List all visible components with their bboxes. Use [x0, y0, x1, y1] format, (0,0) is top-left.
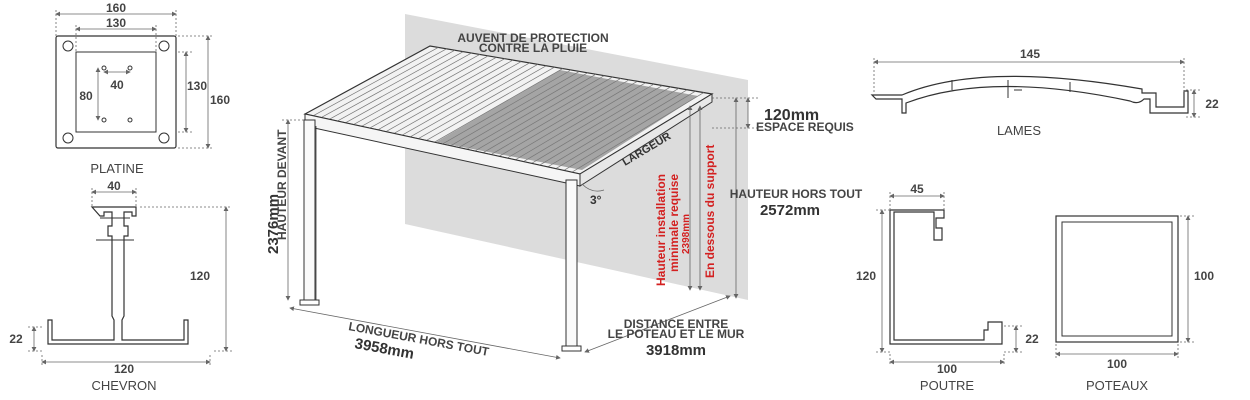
- bolt-hole-icon: [62, 40, 74, 52]
- poteaux-caption: POTEAUX: [1086, 378, 1148, 393]
- post-left: [303, 119, 316, 305]
- roof-slat-line: [385, 59, 514, 132]
- platine-drawing: 160 130 130 160 40 80 PLATINE: [55, 1, 230, 176]
- roof-slat-line: [531, 85, 663, 164]
- roof-slat-line: [515, 82, 646, 161]
- poutre-dim-45: 45: [910, 182, 924, 196]
- roof-slat-line: [369, 56, 497, 129]
- chevron-dim-40: 40: [107, 179, 121, 193]
- roof-slat-line: [466, 73, 597, 150]
- lames-dim-145: 145: [1020, 47, 1040, 61]
- distance-value: 3918mm: [646, 342, 706, 359]
- roof-slat-line: [312, 47, 439, 117]
- pergola-drawing: AUVENT DE PROTECTION CONTRE LA PLUIE 120…: [265, 14, 863, 363]
- platine-caption: PLATINE: [90, 161, 144, 176]
- roof-slat-line: [321, 48, 447, 118]
- hauteur-tout-value: 2572mm: [760, 202, 820, 219]
- chevron-dim-120: 120: [190, 269, 210, 283]
- poutre-dim-22: 22: [1025, 332, 1039, 346]
- roof-slat-line: [409, 64, 538, 138]
- poteaux-dim-100: 100: [1194, 269, 1214, 283]
- platine-dim-160: 160: [106, 1, 126, 15]
- platine-dim-130-vertical: 130: [187, 79, 207, 93]
- espace-label: ESPACE REQUIS: [756, 120, 854, 134]
- platine-dim-80: 80: [79, 89, 93, 103]
- distance-line2: LE POTEAU ET LE MUR: [608, 327, 745, 341]
- chevron-caption: CHEVRON: [91, 378, 156, 393]
- platine-dim-130: 130: [106, 16, 126, 30]
- roof-slat-line: [539, 86, 671, 166]
- roof-slat-line: [523, 83, 655, 162]
- poutre-dim-120: 120: [856, 269, 876, 283]
- lames-dim-22: 22: [1205, 97, 1219, 111]
- install-line3: 2398mm: [681, 214, 692, 254]
- roof-slat-line: [345, 52, 472, 124]
- poutre-drawing: 45 120 22 100 POUTRE: [856, 182, 1039, 393]
- roof-slat-line: [458, 72, 588, 148]
- poutre-dim-100: 100: [937, 362, 957, 376]
- roof-slat-line: [337, 51, 464, 122]
- bolt-hole-icon: [62, 132, 74, 144]
- roof-slat-line: [426, 66, 555, 141]
- roof-slat-line: [361, 55, 489, 127]
- install-line2: minimale requise: [667, 174, 681, 272]
- platine-dim-40: 40: [110, 78, 124, 92]
- distance-line1: DISTANCE ENTRE: [624, 317, 728, 331]
- bolt-hole-icon: [158, 40, 170, 52]
- roof-slat-line: [393, 61, 522, 134]
- bolt-hole-icon: [158, 132, 170, 144]
- roof-slat-line: [571, 92, 704, 173]
- chevron-dim-22: 22: [9, 332, 23, 346]
- support-label: En dessous du support: [703, 145, 717, 278]
- roof-slat-line: [474, 75, 605, 152]
- auvent-line1: AUVENT DE PROTECTION: [457, 31, 608, 45]
- roof-slat-line: [450, 71, 580, 147]
- roof-slat-line: [442, 69, 572, 145]
- hauteur-tout-label: HAUTEUR HORS TOUT: [730, 187, 863, 201]
- auvent-line2: CONTRE LA PLUIE: [479, 41, 587, 55]
- hauteur-devant-value: 2376mm: [265, 194, 282, 254]
- roof-slat-line: [490, 78, 621, 155]
- roof-slat-line: [418, 65, 547, 140]
- hauteur-devant-label: HAUTEUR DEVANT: [275, 129, 289, 240]
- lames-drawing: 145 22 LAMES: [870, 47, 1219, 138]
- poteaux-dim-100-bottom: 100: [1107, 357, 1127, 371]
- poutre-caption: POUTRE: [920, 378, 975, 393]
- chevron-drawing: 40 120 22 120 CHEVRON: [9, 179, 232, 393]
- lames-caption: LAMES: [997, 123, 1041, 138]
- poteaux-drawing: 100 100 POTEAUX: [1055, 215, 1214, 393]
- chevron-dim-120-bottom: 120: [114, 362, 134, 376]
- roof-slat-line: [507, 80, 638, 159]
- roof-slat-line: [482, 76, 613, 154]
- install-line1: Hauteur installation: [654, 174, 668, 286]
- espace-value: 120mm: [764, 107, 819, 124]
- roof-slat-line: [555, 89, 688, 170]
- roof-slat-line: [401, 62, 530, 136]
- post-right: [565, 179, 578, 351]
- roof-slat-line: [329, 49, 456, 120]
- roof-slat-line: [377, 58, 505, 131]
- roof-slat-line: [353, 54, 480, 125]
- angle-label: 3°: [590, 193, 602, 207]
- roof-slat-line: [434, 68, 563, 143]
- roof-slat-line: [547, 88, 680, 168]
- roof-slat-line: [498, 79, 630, 157]
- platine-dim-160-vertical: 160: [210, 93, 230, 107]
- roof-open-slats: [436, 70, 698, 170]
- roof-slat-line: [563, 90, 696, 171]
